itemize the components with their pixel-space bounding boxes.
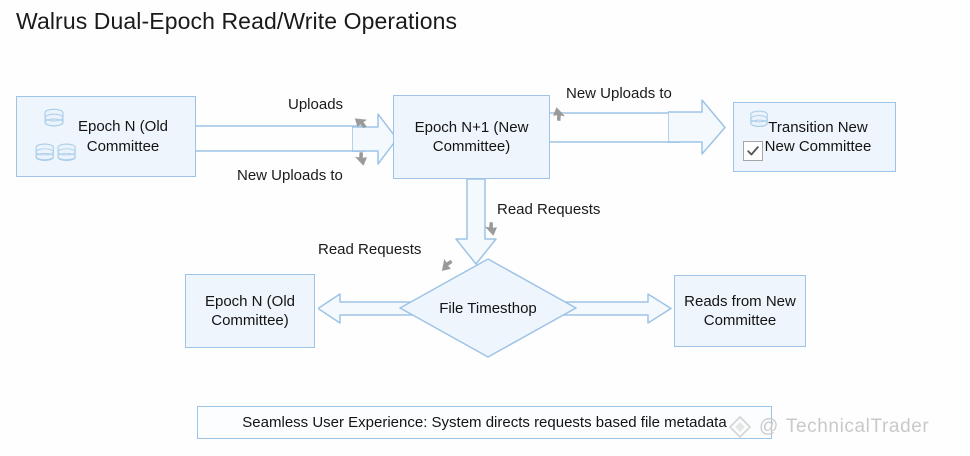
block-arrow-read-requests-down [455, 179, 497, 265]
edge-label-read-requests-left: Read Requests [318, 241, 422, 258]
connector-line-newuploads-top [550, 112, 680, 114]
node-epoch-n-old-top[interactable]: Epoch N (Old Committee [16, 96, 196, 177]
node-label-reads-from-new-committee: Reads from New Committee [684, 292, 796, 330]
edge-label-new-uploads-to-right: New Uploads to [566, 85, 672, 102]
node-label-epoch-n-old-bottom: Epoch N (Old Committee) [204, 292, 296, 330]
node-transition-new-committee[interactable]: Transition New New Committee [733, 102, 896, 172]
node-label-epoch-n-old-top: Epoch N (Old Committee [77, 118, 169, 155]
database-stack-icon [33, 141, 83, 169]
pointer-arrow-read-requests-top [480, 218, 502, 240]
page-title: Walrus Dual-Epoch Read/Write Operations [16, 8, 458, 34]
node-label-transition-new-committee: Transition New New Committee [764, 118, 872, 156]
node-label-epoch-n-plus-1: Epoch N+1 (New Committee) [414, 118, 529, 156]
database-icon [747, 109, 771, 133]
diamond-logo-icon [728, 415, 752, 439]
block-arrow-new-uploads-right [668, 97, 726, 158]
database-icon [41, 107, 67, 133]
summary-banner-text: Seamless User Experience: System directs… [242, 414, 727, 431]
connector-line-newuploads-bottom [550, 141, 680, 143]
pointer-arrow-new-uploads-right [548, 103, 570, 125]
node-reads-from-new-committee[interactable]: Reads from New Committee [674, 275, 806, 347]
watermark-text: TechnicalTrader [785, 416, 930, 437]
edge-label-new-uploads-to-left: New Uploads to [237, 167, 343, 184]
block-arrow-uploads-right [352, 110, 398, 168]
pointer-arrow-new-uploads-left [350, 148, 372, 170]
pointer-arrow-read-requests-left [435, 254, 457, 276]
edge-label-read-requests-top: Read Requests [497, 201, 601, 218]
decision-node-file-timesthop[interactable]: File Timesthop [398, 257, 578, 359]
transition-checkbox[interactable] [743, 141, 763, 161]
summary-banner: Seamless User Experience: System directs… [197, 406, 772, 439]
block-arrow-reads-right [556, 292, 672, 325]
watermark: @ TechnicalTrader [728, 415, 929, 439]
connector-line-uploads-bottom [196, 150, 366, 152]
pointer-arrow-uploads [350, 111, 372, 133]
watermark-at-symbol: @ [759, 416, 779, 437]
node-epoch-n-old-bottom[interactable]: Epoch N (Old Committee) [185, 274, 315, 348]
connector-line-uploads-top [196, 125, 366, 127]
checkmark-icon [747, 146, 759, 156]
edge-label-uploads: Uploads [288, 96, 344, 113]
node-epoch-n-plus-1[interactable]: Epoch N+1 (New Committee) [393, 95, 550, 179]
